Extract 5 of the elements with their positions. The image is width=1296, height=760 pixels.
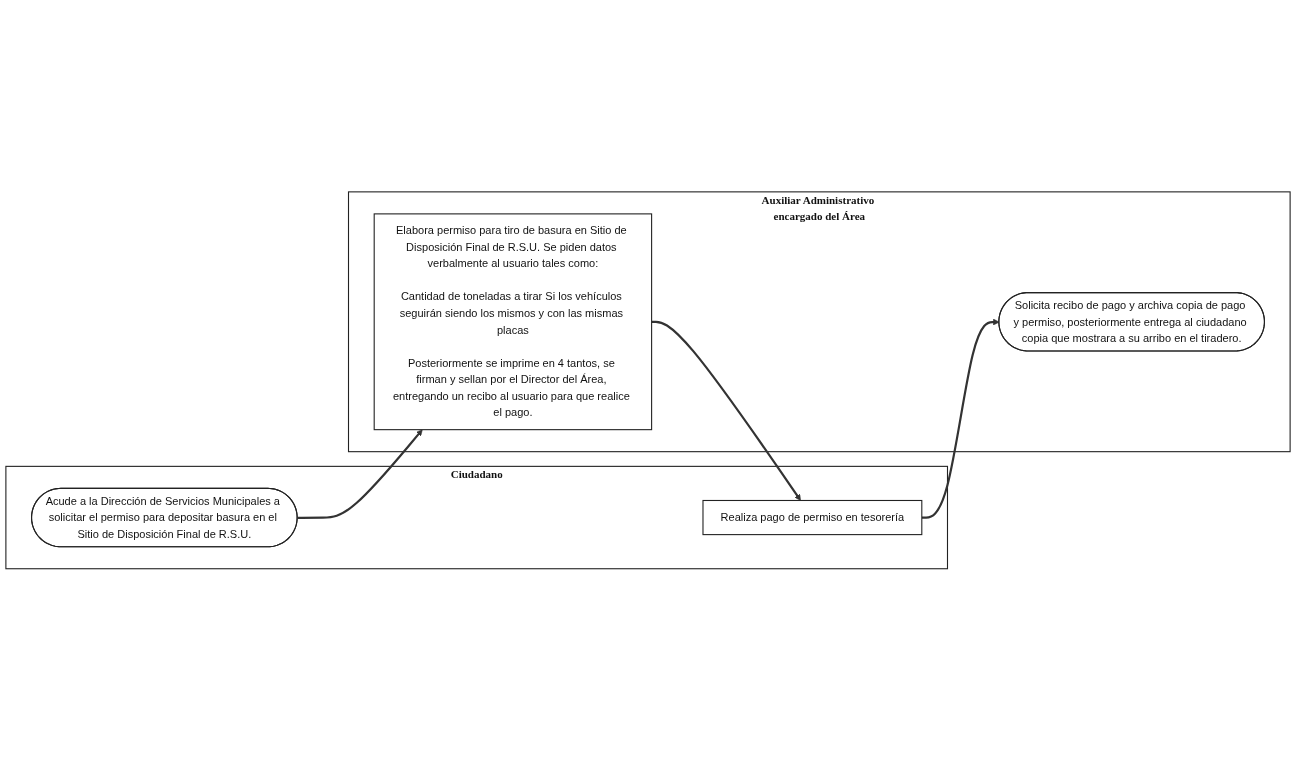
arrow (297, 429, 423, 519)
node-box: Realiza pago de permiso en tesorería (702, 499, 923, 535)
arrow (651, 320, 801, 501)
arrow (921, 318, 1000, 519)
node-box: Elabora permiso para tiro de basura en Sitio de Disposición Final de R.S.U. Se piden datos verbalmente al usuario tales como: Cantidad de toneladas a tirar Si los vehículos seguirán siendo los mismos y con las mismas placas Posteriormente se imprime en 4 tantos, se firman y sellan por el Director del Área, entregando un recibo al usuario para que realice el pago. (373, 213, 653, 430)
